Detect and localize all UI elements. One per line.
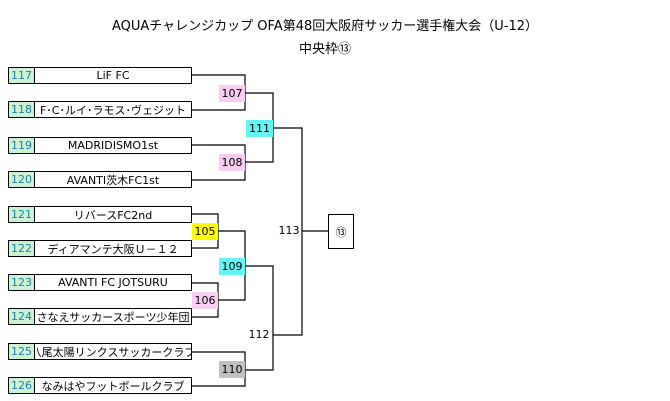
team-number: 117 — [9, 68, 35, 83]
team-row: 122 ディアマンテ大阪Ｕ－１２ — [8, 240, 192, 257]
team-row: 121 リバースFC2nd — [8, 206, 192, 223]
team-row: 117 LiF FC — [8, 67, 192, 84]
team-name: リバースFC2nd — [73, 208, 153, 222]
match-106-label: 106 — [192, 292, 218, 309]
team-number: 125 — [9, 344, 35, 359]
line-112 — [245, 265, 274, 371]
team-name: LiF FC — [96, 69, 130, 82]
team-name: さなえサッカースポーツ少年団 — [36, 310, 190, 324]
match-112-label: 112 — [248, 328, 270, 341]
team-number: 121 — [9, 207, 35, 222]
match-108-label: 108 — [219, 154, 245, 171]
team-number: 126 — [9, 378, 35, 393]
team-number: 124 — [9, 309, 35, 324]
match-109-label: 109 — [219, 258, 245, 275]
match-107-label: 107 — [219, 85, 245, 102]
page-subtitle: 中央枠⑬ — [298, 42, 351, 57]
team-name: MADRIDISMO1st — [67, 139, 159, 152]
team-name: なみはやフットボールクラブ — [41, 379, 185, 393]
team-number: 118 — [9, 102, 35, 117]
team-number: 120 — [9, 172, 35, 187]
match-113-label: 113 — [278, 224, 300, 237]
page-title: AQUAチャレンジカップ OFA第48回大阪府サッカー選手権大会（U-12） — [111, 19, 538, 34]
team-number: 119 — [9, 138, 35, 153]
team-row: 118 F･C･ルイ･ラモス･ヴェジット — [8, 101, 192, 118]
team-name: F･C･ルイ･ラモス･ヴェジット — [39, 103, 186, 117]
match-111-label: 111 — [246, 120, 273, 137]
final-slot-box: ⑬ — [328, 214, 354, 249]
line-110 — [192, 351, 246, 387]
team-name: AVANTI茨木FC1st — [66, 173, 160, 187]
team-row: 123 AVANTI FC JOTSURU — [8, 274, 192, 291]
team-name: AVANTI FC JOTSURU — [58, 276, 168, 289]
team-number: 123 — [9, 275, 35, 290]
team-number: 122 — [9, 241, 35, 256]
match-105-label: 105 — [192, 223, 218, 240]
match-110-label: 110 — [219, 361, 245, 378]
team-row: 126 なみはやフットボールクラブ — [8, 377, 192, 394]
team-name: ディアマンテ大阪Ｕ－１２ — [47, 242, 179, 256]
team-name: 八尾太陽リンクスサッカークラブ — [35, 345, 191, 359]
team-row: 120 AVANTI茨木FC1st — [8, 171, 192, 188]
team-row: 119 MADRIDISMO1st — [8, 137, 192, 154]
